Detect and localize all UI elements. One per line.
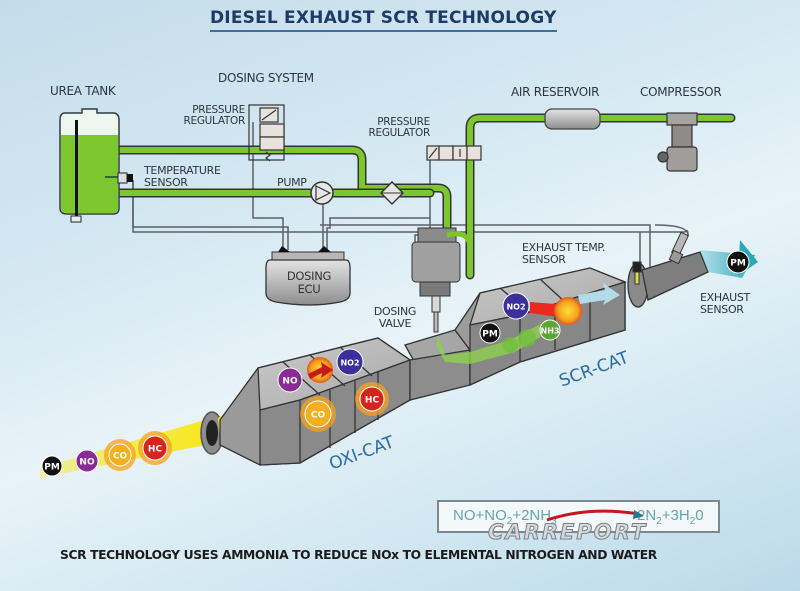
molecule-bubble <box>108 443 132 467</box>
diagram-caption: SCR TECHNOLOGY USES AMMONIA TO REDUCE NO… <box>60 547 657 562</box>
exhaust-temp-sensor-icon <box>632 261 642 285</box>
label-air-reservoir: AIR RESERVOIR <box>511 85 600 99</box>
molecule-hc: HC <box>138 431 172 465</box>
urea-and-air-lines <box>113 113 736 280</box>
reaction-equation-box: NO+NO2+2NH3 2N2+3H20 <box>437 500 720 533</box>
scr-reaction <box>530 283 620 325</box>
molecule-label: HC <box>365 396 380 406</box>
molecule-no: NO <box>75 449 99 473</box>
urea-tank <box>59 108 133 223</box>
label-line: PRESSURE <box>377 116 430 128</box>
molecule-co: CO <box>300 396 336 432</box>
equation-products: 2N2+3H20 <box>637 507 704 527</box>
molecule-pm: PM <box>726 250 750 274</box>
label-urea-tank: UREA TANK <box>50 84 116 98</box>
molecule-nh3: NH3 <box>539 319 561 341</box>
dosing-ecu-icon <box>265 246 351 306</box>
molecule-label: CO <box>311 411 326 421</box>
label-dosing-ecu: DOSING ECU <box>276 270 342 296</box>
label-line: SENSOR <box>144 176 188 189</box>
label-exhaust-sensor: EXHAUST SENSOR <box>700 292 750 316</box>
label-line: VALVE <box>378 317 412 330</box>
label-pump: PUMP <box>277 176 307 189</box>
label-line: PRESSURE <box>192 104 245 116</box>
label-pressure-regulator-1: PRESSURE REGULATOR <box>180 104 246 127</box>
label-compressor: COMPRESSOR <box>640 85 722 99</box>
eq-sub: 3 <box>551 516 557 527</box>
molecule-bubble <box>142 435 168 461</box>
molecule-label: NO <box>282 377 298 387</box>
label-line: EXHAUST TEMP. <box>522 241 606 254</box>
label-dosing-system: DOSING SYSTEM <box>218 71 314 85</box>
eq-part: 2N <box>637 507 657 524</box>
molecule-pm: PM <box>41 455 63 477</box>
equation-arrow-swoosh <box>546 509 644 522</box>
molecule-no: NO <box>277 367 303 393</box>
label-line: EXHAUST <box>700 291 750 304</box>
diagram-title: DIESEL EXHAUST SCR TECHNOLOGY <box>210 8 557 32</box>
molecule-bubble <box>502 292 530 320</box>
air-reservoir-icon <box>544 108 601 130</box>
molecule-co: CO <box>104 439 136 471</box>
label-dosing-valve: DOSING VALVE <box>370 306 420 330</box>
pump-icon <box>310 181 334 205</box>
molecule-label: NH3 <box>541 327 560 336</box>
molecule-bubble <box>41 455 63 477</box>
molecule-bubble <box>479 322 501 344</box>
molecule-bubble <box>726 250 750 274</box>
molecule-label: NO2 <box>340 359 359 368</box>
label-pressure-regulator-2: PRESSURE REGULATOR <box>362 116 431 139</box>
molecule-hc: HC <box>355 382 389 416</box>
eq-sub: 2 <box>689 516 696 527</box>
label-line: REGULATOR <box>368 127 431 139</box>
eq-part: 0 <box>695 507 704 524</box>
molecule-label: PM <box>730 259 746 269</box>
label-line: SENSOR <box>700 303 744 316</box>
label-line: REGULATOR <box>183 115 246 127</box>
molecule-pm: PM <box>479 322 501 344</box>
filter-icon <box>380 181 404 205</box>
molecule-label: NO <box>79 458 95 468</box>
compressor-icon <box>657 112 698 172</box>
molecule-bubble <box>336 348 364 376</box>
eq-part: +2NH <box>512 507 552 524</box>
label-line: DOSING <box>373 305 417 318</box>
eq-part: +3H <box>661 507 690 524</box>
molecule-no2: NO2 <box>336 348 364 376</box>
molecule-label: PM <box>482 330 498 340</box>
label-line: DOSING <box>286 269 332 283</box>
label-line: ECU <box>297 282 321 296</box>
pressure-regulator-1-icon <box>248 104 285 162</box>
molecule-label: CO <box>113 452 128 462</box>
molecule-bubble <box>75 449 99 473</box>
temperature-sensor-icon <box>117 172 133 184</box>
pressure-regulator-2-icon <box>426 145 482 161</box>
molecule-bubble <box>277 367 303 393</box>
ammonia-spray <box>436 320 555 364</box>
label-exhaust-temp-sensor: EXHAUST TEMP. SENSOR <box>522 241 606 266</box>
eq-sub: 2 <box>656 516 662 527</box>
dosing-valve-icon <box>411 227 473 333</box>
equation-reactants: NO+NO2+2NH3 <box>453 507 557 527</box>
label-line: TEMPERATURE <box>144 164 221 177</box>
exhaust-sensor-icon <box>668 231 689 265</box>
oxi-reaction <box>307 357 333 383</box>
molecule-no2: NO2 <box>502 292 530 320</box>
molecule-label: HC <box>148 445 163 455</box>
molecule-bubble <box>539 319 561 341</box>
label-line: SENSOR <box>522 253 566 266</box>
molecule-bubble <box>359 386 385 412</box>
carreport-watermark: CARREPORT <box>487 520 648 545</box>
molecule-label: PM <box>44 463 60 473</box>
molecule-bubble <box>304 400 332 428</box>
eq-part: NO+NO <box>453 507 507 524</box>
label-temperature-sensor: TEMPERATURE SENSOR <box>144 165 221 189</box>
eq-sub: 2 <box>506 516 513 527</box>
molecule-label: NO2 <box>506 303 525 312</box>
